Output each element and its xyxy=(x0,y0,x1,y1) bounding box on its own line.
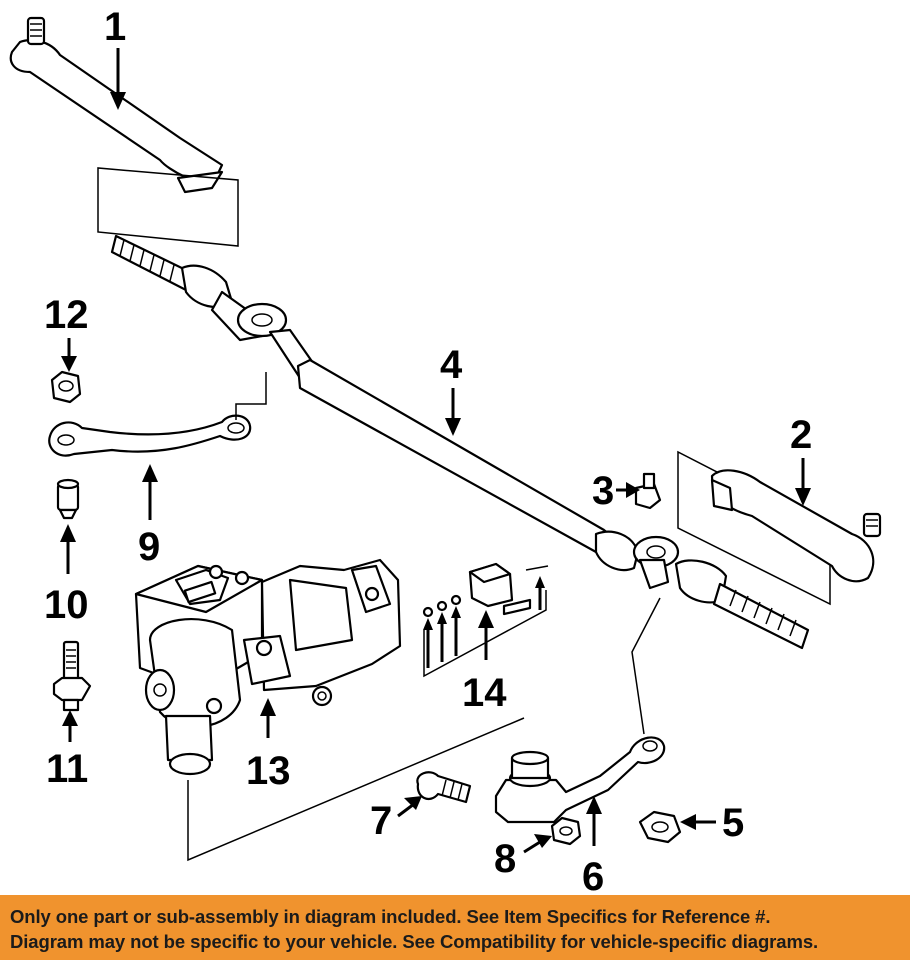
callout-6-label: 6 xyxy=(582,855,604,895)
callout-12-label: 12 xyxy=(44,293,89,337)
callout-14: 14 xyxy=(462,610,507,715)
part-11-bolt xyxy=(52,640,92,712)
part-4-center-link xyxy=(110,234,810,650)
dashed-connector-9 xyxy=(235,372,267,420)
disclaimer-line-1: Only one part or sub-assembly in diagram… xyxy=(10,906,771,927)
callout-1-label: 1 xyxy=(104,5,126,49)
callout-11-label: 11 xyxy=(46,747,88,791)
part-8-nut xyxy=(550,816,582,846)
callout-4: 4 xyxy=(440,343,463,436)
callout-5: 5 xyxy=(680,801,744,845)
part-14-bushing-kit xyxy=(422,562,549,618)
callout-13: 13 xyxy=(246,698,291,793)
part-6-pitman-arm xyxy=(494,736,666,824)
callout-14-label: 14 xyxy=(462,671,507,715)
bracket-box-1 xyxy=(97,167,239,247)
callout-2: 2 xyxy=(790,413,812,506)
callout-2-label: 2 xyxy=(790,413,812,457)
part-3-nut xyxy=(634,472,662,510)
callout-6: 6 xyxy=(582,796,604,895)
callout-8: 8 xyxy=(494,834,552,881)
callout-4-label: 4 xyxy=(440,343,463,387)
part-9-idler-arm xyxy=(48,414,252,457)
callout-13-label: 13 xyxy=(246,749,291,793)
callout-10-label: 10 xyxy=(44,583,89,627)
part-5-nut xyxy=(638,810,682,844)
callout-9-label: 9 xyxy=(138,525,160,569)
callout-10: 10 xyxy=(44,524,89,627)
callout-5-label: 5 xyxy=(722,801,744,845)
part-7-bolt xyxy=(416,771,472,804)
disclaimer-line-2: Diagram may not be specific to your vehi… xyxy=(10,931,819,952)
callout-7: 7 xyxy=(370,796,422,843)
steering-linkage-diagram: 1 4 2 xyxy=(9,5,882,895)
callout-11: 11 xyxy=(46,710,88,791)
bracket-line-13-6 xyxy=(187,717,525,862)
kit-leaders-14 xyxy=(423,576,545,668)
part-13-steering-gear xyxy=(134,558,402,776)
callout-3: 3 xyxy=(592,469,640,513)
callout-12: 12 xyxy=(44,293,89,372)
callout-3-label: 3 xyxy=(592,469,614,513)
callout-7-label: 7 xyxy=(370,799,392,843)
part-10-bushing xyxy=(56,478,80,520)
part-2-tie-rod-end-right xyxy=(710,469,882,583)
dashed-connector-6 xyxy=(631,597,661,735)
callout-9: 9 xyxy=(138,464,160,569)
disclaimer-banner: Only one part or sub-assembly in diagram… xyxy=(0,895,910,960)
callout-1: 1 xyxy=(104,5,126,110)
callout-8-label: 8 xyxy=(494,837,516,881)
part-12-nut xyxy=(50,370,82,404)
